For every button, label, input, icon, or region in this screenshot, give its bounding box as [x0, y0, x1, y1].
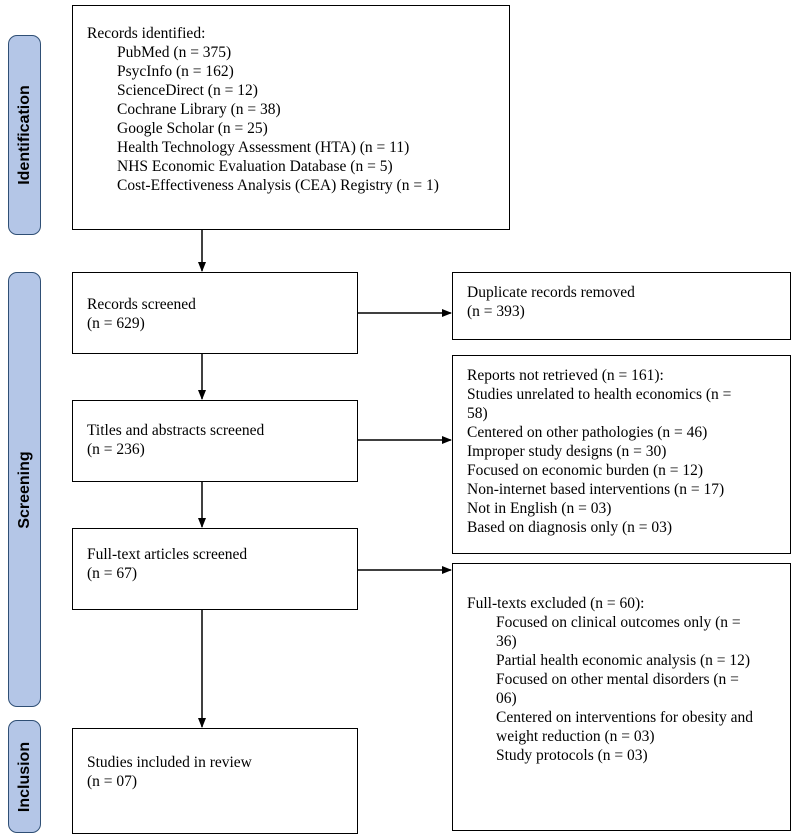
phase-identification: Identification	[8, 35, 41, 235]
titles-abstracts-count: (n = 236)	[87, 441, 145, 458]
excluded-item: weight reduction (n = 03)	[496, 728, 655, 745]
source-item: Health Technology Assessment (HTA) (n = …	[117, 139, 410, 156]
reports-not-retrieved-box: Reports not retrieved (n = 161): Studies…	[452, 355, 791, 554]
excluded-item: 06)	[496, 690, 517, 707]
fulltext-screened-box: Full-text articles screened (n = 67)	[72, 528, 358, 610]
phase-inclusion: Inclusion	[8, 720, 41, 833]
records-screened-count: (n = 629)	[87, 315, 145, 332]
source-item: PubMed (n = 375)	[117, 44, 232, 61]
source-item: Cochrane Library (n = 38)	[117, 101, 281, 118]
duplicates-removed-box: Duplicate records removed (n = 393)	[452, 272, 791, 340]
not-retrieved-item: Studies unrelated to health economics (n…	[467, 386, 732, 403]
records-screened-box: Records screened (n = 629)	[72, 272, 358, 354]
source-item: NHS Economic Evaluation Database (n = 5)	[117, 158, 393, 175]
source-item: Cost-Effectiveness Analysis (CEA) Regist…	[117, 177, 439, 194]
records-screened-title: Records screened	[87, 296, 196, 313]
excluded-item: Centered on interventions for obesity an…	[496, 709, 753, 726]
phase-screening: Screening	[8, 272, 41, 707]
studies-included-box: Studies included in review (n = 07)	[72, 728, 358, 834]
source-item: PsycInfo (n = 162)	[117, 63, 234, 80]
not-retrieved-item: 58)	[467, 405, 488, 422]
studies-included-title: Studies included in review	[87, 754, 252, 771]
titles-abstracts-box: Titles and abstracts screened (n = 236)	[72, 400, 358, 482]
fulltext-screened-count: (n = 67)	[87, 565, 138, 582]
excluded-item: Focused on other mental disorders (n =	[496, 671, 739, 688]
excluded-item: Focused on clinical outcomes only (n =	[496, 614, 741, 631]
records-identified-box: Records identified: PubMed (n = 375) Psy…	[72, 5, 510, 230]
fulltexts-excluded-title: Full-texts excluded (n = 60):	[467, 595, 645, 612]
not-retrieved-item: Based on diagnosis only (n = 03)	[467, 519, 673, 536]
records-identified-title: Records identified:	[87, 25, 206, 42]
excluded-item: Study protocols (n = 03)	[496, 747, 648, 764]
fulltexts-excluded-box: Full-texts excluded (n = 60): Focused on…	[452, 563, 791, 831]
duplicates-removed-count: (n = 393)	[467, 303, 525, 320]
fulltext-screened-title: Full-text articles screened	[87, 546, 248, 563]
not-retrieved-item: Focused on economic burden (n = 12)	[467, 462, 704, 479]
source-item: ScienceDirect (n = 12)	[117, 82, 258, 99]
excluded-item: 36)	[496, 633, 517, 650]
excluded-item: Partial health economic analysis (n = 12…	[496, 652, 751, 669]
not-retrieved-item: Improper study designs (n = 30)	[467, 443, 667, 460]
titles-abstracts-title: Titles and abstracts screened	[87, 422, 265, 439]
not-retrieved-item: Centered on other pathologies (n = 46)	[467, 424, 708, 441]
not-retrieved-item: Not in English (n = 03)	[467, 500, 612, 517]
studies-included-count: (n = 07)	[87, 773, 138, 790]
duplicates-removed-title: Duplicate records removed	[467, 284, 635, 301]
not-retrieved-item: Reports not retrieved (n = 161):	[467, 367, 664, 384]
not-retrieved-item: Non-internet based interventions (n = 17…	[467, 481, 725, 498]
source-item: Google Scholar (n = 25)	[117, 120, 268, 137]
